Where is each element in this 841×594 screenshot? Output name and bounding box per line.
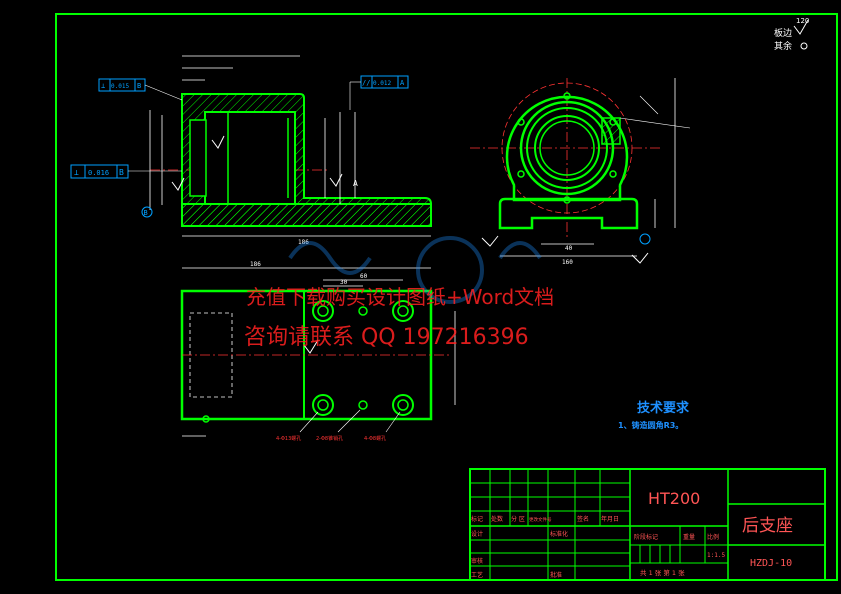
tolerance-frame-3: ⊥ 0.016 B bbox=[70, 164, 182, 179]
pitch-a-dim: 60 bbox=[360, 273, 368, 280]
roughness-value: 120 bbox=[796, 17, 809, 25]
tol2-value: 0.012 bbox=[373, 80, 391, 87]
tech-title: 技术要求 bbox=[637, 400, 690, 416]
tb-process: 工艺 bbox=[471, 571, 483, 579]
tb-material: HT200 bbox=[648, 489, 700, 508]
tb-sheets: 共 1 张 第 1 张 bbox=[640, 568, 685, 577]
tech-item-1: 1、铸造圆角R3。 bbox=[618, 420, 683, 430]
tb-count: 处数 bbox=[491, 515, 503, 523]
tb-date: 年月日 bbox=[601, 515, 619, 523]
tb-design: 设计 bbox=[471, 530, 483, 538]
front-total-dim: 186 bbox=[298, 239, 309, 246]
drawing-border bbox=[55, 13, 838, 581]
tol2-symbol: // bbox=[362, 79, 370, 87]
datum-a-marker: A bbox=[353, 179, 358, 188]
tb-change-doc: 更改文件号 bbox=[529, 516, 552, 523]
tol3-symbol: ⊥ bbox=[74, 168, 79, 177]
tolerance-frame-2: // 0.012 A bbox=[349, 75, 409, 110]
tb-scale: 1:1.5 bbox=[707, 552, 725, 559]
tb-weight: 重量 bbox=[683, 533, 695, 541]
tol3-datum: B bbox=[119, 168, 124, 177]
side-total-dim: 160 bbox=[562, 259, 573, 266]
tb-mark: 标记 bbox=[471, 515, 483, 523]
title-block: 标记 处数 分 区 更改文件号 签名 年月日 设计 标准化 审核 工艺 批准 阶… bbox=[469, 468, 826, 581]
tb-part-name: 后支座 bbox=[742, 516, 793, 536]
tol1-value: 0.015 bbox=[111, 83, 129, 90]
roughness-label-2: 其余 bbox=[774, 40, 792, 52]
tol1-symbol: ⊥ bbox=[101, 82, 105, 90]
side-inner-dim: 40 bbox=[565, 245, 573, 252]
watermark-logo bbox=[288, 236, 542, 304]
pitch-b-dim: 30 bbox=[340, 279, 348, 286]
tb-review: 审核 bbox=[471, 557, 483, 565]
datum-b-label: B bbox=[144, 209, 148, 217]
tb-sign: 签名 bbox=[577, 515, 589, 523]
front-section-view: 186 B A bbox=[141, 55, 432, 246]
tb-ratio: 比例 bbox=[707, 533, 719, 541]
hole-group bbox=[202, 300, 414, 423]
tb-standard: 标准化 bbox=[550, 530, 568, 538]
tb-stage: 阶段标记 bbox=[634, 533, 658, 541]
tol2-datum: A bbox=[400, 79, 405, 87]
watermark-line-2: 咨询请联系 QQ 197216396 bbox=[244, 325, 529, 350]
watermark-line-1: 充值下载购买设计图纸+Word文档 bbox=[246, 285, 554, 309]
roughness-label-1: 板边 bbox=[774, 27, 792, 39]
tb-zone: 分 区 bbox=[511, 515, 525, 523]
top-view: 186 60 30 4-Φ13螺孔 2-Φ8锥销孔 4-Φ8螺孔 bbox=[180, 261, 456, 442]
callout-1: 4-Φ13螺孔 bbox=[276, 435, 301, 442]
top-total-dim: 186 bbox=[250, 261, 261, 268]
callout-3: 4-Φ8螺孔 bbox=[364, 435, 386, 442]
tol1-datum: B bbox=[137, 82, 141, 90]
tol3-value: 0.016 bbox=[88, 169, 109, 177]
tolerance-frame-1: ⊥ 0.015 B bbox=[98, 78, 183, 101]
side-view: 160 40 bbox=[470, 78, 691, 266]
roughness-symbol: 120 板边 其余 bbox=[774, 17, 809, 52]
tb-approve: 批准 bbox=[550, 571, 562, 579]
callout-2: 2-Φ8锥销孔 bbox=[316, 435, 343, 442]
tb-drawing-no: HZDJ-10 bbox=[750, 558, 792, 569]
